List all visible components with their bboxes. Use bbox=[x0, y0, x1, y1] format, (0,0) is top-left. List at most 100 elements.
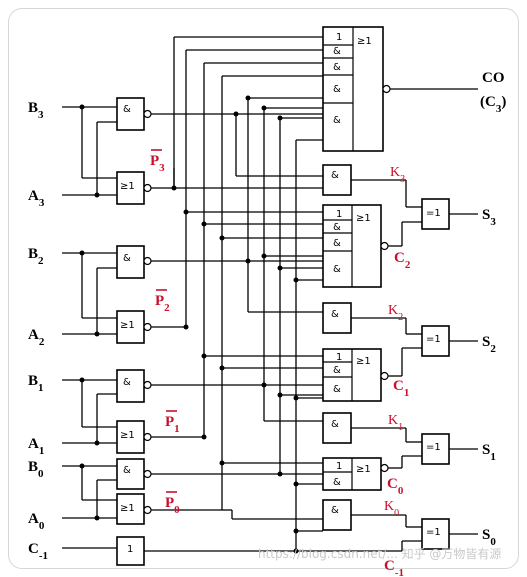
gate-symbol: =1 bbox=[426, 527, 441, 538]
gate-symbol: & bbox=[331, 505, 339, 516]
gate-symbol: & bbox=[333, 62, 341, 73]
gate-symbol: =1 bbox=[426, 442, 441, 453]
gate-symbol: & bbox=[123, 377, 131, 388]
k3-label: K3 bbox=[390, 165, 405, 185]
gate-symbol: ≥1 bbox=[357, 36, 372, 47]
bit0-nor-gate: ≥1 bbox=[116, 493, 152, 525]
input-a1-label: A1 bbox=[28, 436, 44, 457]
c2-label: C2 bbox=[394, 250, 411, 271]
gate-symbol: & bbox=[123, 465, 131, 476]
gate-symbol: 1 bbox=[336, 461, 342, 472]
bit2-nand-gate: & bbox=[116, 245, 152, 279]
gate-symbol: & bbox=[123, 253, 131, 264]
gate-symbol: ≥1 bbox=[356, 356, 371, 367]
carry-labels: C2 C1 C0 C-1 bbox=[384, 250, 411, 577]
c3-label: (C3) bbox=[480, 94, 506, 115]
bit3-input-wiring bbox=[62, 104, 117, 198]
p2-bar-label: P2 bbox=[155, 293, 170, 314]
c1-label: C1 bbox=[393, 378, 409, 399]
gate-symbol: & bbox=[331, 170, 339, 181]
s0-label: S0 bbox=[482, 527, 496, 548]
c0-and-or-invert-block: 1 ≥1 & bbox=[322, 455, 422, 491]
gate-symbol: 1 bbox=[336, 32, 342, 43]
gate-symbol: & bbox=[333, 365, 341, 376]
bit2-input-wiring bbox=[62, 250, 117, 337]
output-labels: CO (C3) S3 S2 S1 S0 bbox=[480, 70, 506, 548]
gate-symbol: =1 bbox=[426, 208, 441, 219]
input-b0-label: B0 bbox=[28, 459, 44, 480]
k2-label: K2 bbox=[388, 303, 403, 323]
gate-symbol: 1 bbox=[336, 209, 342, 220]
gate-symbol: & bbox=[333, 384, 341, 395]
c2-and-or-invert-block: 1 ≥1 & & & bbox=[322, 204, 422, 288]
k1-label: K1 bbox=[388, 413, 403, 433]
gate-symbol: & bbox=[333, 264, 341, 275]
gate-symbol: =1 bbox=[426, 334, 441, 345]
gate-symbol: ≥1 bbox=[120, 503, 135, 514]
bit1-distribution-wiring bbox=[151, 62, 323, 440]
input-a2-label: A2 bbox=[28, 327, 45, 348]
gate-symbol: ≥1 bbox=[356, 213, 371, 224]
bit0-distribution-wiring bbox=[151, 75, 323, 520]
bit1-input-wiring bbox=[62, 377, 117, 446]
gate-symbol: & bbox=[333, 222, 341, 233]
c-1-buffer-to-s0 bbox=[323, 540, 422, 552]
input-b1-label: B1 bbox=[28, 373, 44, 394]
c1-and-or-invert-block: 1 ≥1 & & bbox=[322, 347, 422, 402]
s3-xor-gate: =1 bbox=[421, 198, 478, 230]
bit1-nor-gate: ≥1 bbox=[116, 420, 152, 454]
k0-label: K0 bbox=[384, 499, 399, 519]
p0-bar-label: P0 bbox=[165, 495, 180, 516]
k0-and-gate: & bbox=[322, 499, 422, 531]
propagate-labels: P3 P2 P1 P0 bbox=[150, 149, 180, 516]
s1-xor-gate: =1 bbox=[421, 433, 478, 465]
gate-symbol: & bbox=[123, 104, 131, 115]
gate-symbol: & bbox=[333, 84, 341, 95]
input-a0-label: A0 bbox=[28, 511, 45, 532]
gate-symbol: ≥1 bbox=[120, 430, 135, 441]
input-labels: B3 A3 B2 A2 B1 A1 B0 A0 C-1 bbox=[28, 100, 48, 562]
k3-and-gate: & bbox=[322, 164, 422, 208]
gate-symbol: & bbox=[333, 238, 341, 249]
bit0-input-wiring bbox=[62, 463, 117, 521]
s0-xor-gate: =1 bbox=[421, 518, 478, 550]
gate-symbol: ≥1 bbox=[120, 181, 135, 192]
k2-and-gate: & bbox=[322, 302, 422, 335]
gate-symbol: ≥1 bbox=[356, 464, 371, 475]
s1-label: S1 bbox=[482, 442, 496, 463]
input-a3-label: A3 bbox=[28, 188, 45, 209]
p1-bar-label: P1 bbox=[165, 414, 180, 435]
gate-symbol: & bbox=[333, 477, 341, 488]
bit3-nand-gate: & bbox=[116, 97, 152, 131]
c0-label: C0 bbox=[387, 476, 404, 497]
gate-symbol: & bbox=[331, 419, 339, 430]
co-label: CO bbox=[482, 70, 505, 86]
image-frame bbox=[8, 8, 519, 569]
bit0-nand-gate: & bbox=[116, 458, 152, 490]
gate-symbol: 1 bbox=[127, 544, 133, 555]
gate-symbol: & bbox=[333, 115, 341, 126]
k1-and-gate: & bbox=[322, 412, 422, 444]
s2-xor-gate: =1 bbox=[421, 325, 478, 357]
p3-bar-label: P3 bbox=[150, 153, 165, 174]
s3-label: S3 bbox=[482, 207, 496, 228]
input-b2-label: B2 bbox=[28, 246, 44, 267]
watermark-text: https://blog.csdn.net/... 知乎 @万物皆有源 bbox=[258, 547, 501, 561]
k-labels: K3 K2 K1 K0 bbox=[384, 165, 405, 519]
carry-in-wiring: 1 bbox=[62, 139, 323, 566]
bit2-nor-gate: ≥1 bbox=[116, 310, 152, 344]
gate-symbol: & bbox=[333, 46, 341, 57]
input-b3-label: B3 bbox=[28, 100, 44, 121]
bit3-distribution-wiring bbox=[151, 36, 323, 191]
input-carry-in-label: C-1 bbox=[28, 541, 48, 562]
gate-symbol: 1 bbox=[336, 352, 342, 363]
carry-out-and-or-invert-block: 1 ≥1 & & & & bbox=[322, 26, 478, 152]
s2-label: S2 bbox=[482, 334, 496, 355]
c-1-label: C-1 bbox=[384, 558, 404, 577]
bit3-nor-gate: ≥1 bbox=[116, 171, 152, 205]
bit2-distribution-wiring bbox=[151, 49, 323, 330]
gate-symbol: & bbox=[331, 309, 339, 320]
bit1-nand-gate: & bbox=[116, 369, 152, 403]
gate-symbol: ≥1 bbox=[120, 320, 135, 331]
